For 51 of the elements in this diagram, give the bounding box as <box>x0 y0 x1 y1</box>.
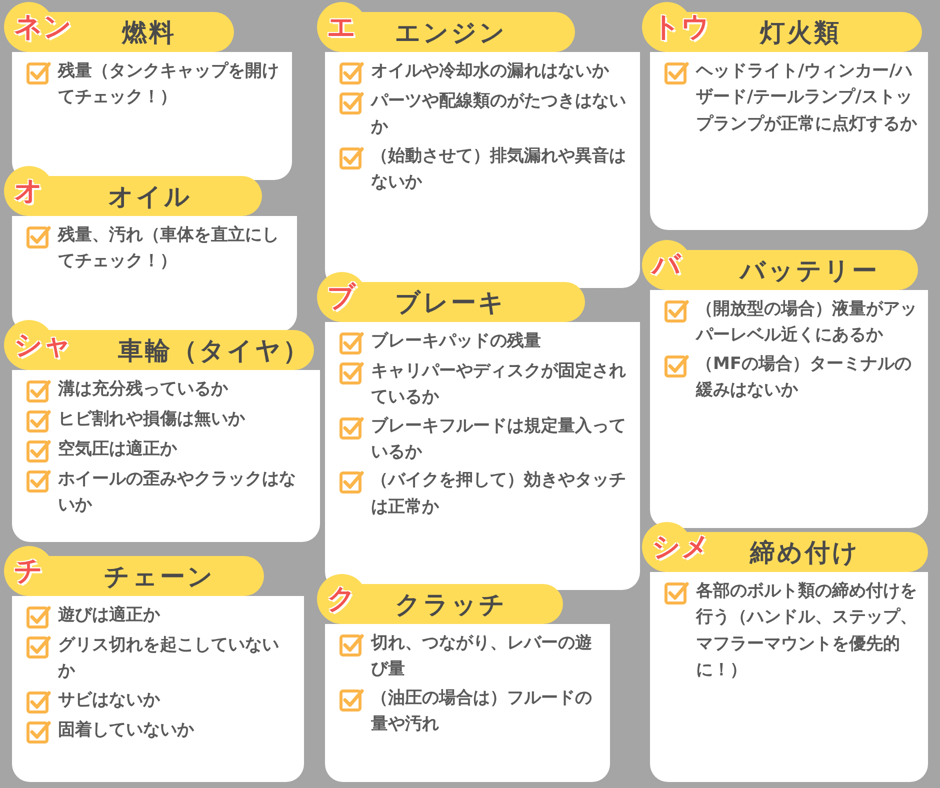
check-item: サビはないか <box>58 688 160 712</box>
section-title: 燃料 <box>122 16 176 48</box>
check-item: オイルや冷却水の漏れはないか <box>371 60 609 83</box>
check-item: 各部のボルト類の締め付けを行う（ハンドル、ステップ、マフラーマウントを優先的に！） <box>696 580 918 682</box>
section-title: エンジン <box>395 16 507 48</box>
checklist-card <box>12 216 297 332</box>
checklist-card <box>650 572 928 782</box>
section-title: チェーン <box>104 560 215 592</box>
check-item: 溝は充分残っているか <box>58 378 228 401</box>
check-item: （開放型の場合）液量がアッパーレベル近くにあるか <box>696 298 918 348</box>
check-item: グリス切れを起こしていないか <box>58 634 280 684</box>
badge-label: バ <box>652 247 681 283</box>
check-item: ホイールの歪みやクラックはないか <box>58 468 297 518</box>
check-item: ブレーキパッドの残量 <box>371 330 541 353</box>
checklist-card <box>12 52 292 180</box>
badge-label: シメ <box>652 529 710 565</box>
check-item: キャリパーやディスクが固定されているか <box>371 360 627 410</box>
check-item: 固着していないか <box>58 718 194 742</box>
section-title: オイル <box>108 180 192 212</box>
section-title: クラッチ <box>395 588 507 620</box>
check-item: ヘッドライト/ウィンカー/ハザード/テールランプ/ストップランプが正常に点灯するか <box>696 60 918 136</box>
check-item: ブレーキフルードは規定量入っているか <box>371 414 627 464</box>
badge-label: オ <box>14 173 43 209</box>
check-item: 空気圧は適正か <box>58 438 177 461</box>
section-title: バッテリー <box>740 254 879 286</box>
section-title: 締め付け <box>750 536 860 568</box>
checklist-card <box>650 290 928 528</box>
check-item: （バイクを押して）効きやタッチは正常か <box>371 469 627 519</box>
check-item: （MFの場合）ターミナルの緩みはないか <box>696 352 913 402</box>
section-title: 灯火類 <box>760 16 841 48</box>
check-item: 切れ、つながり、レバーの遊び量 <box>371 632 593 682</box>
check-item: （油圧の場合は）フルードの量や汚れ <box>371 686 593 736</box>
check-item: （始動させて）排気漏れや異音はないか <box>371 144 627 194</box>
badge-label: ブ <box>327 279 356 315</box>
badge-label: シャ <box>14 327 72 363</box>
checklist-card <box>12 370 320 542</box>
checklist-card <box>325 624 610 782</box>
check-item: 残量、汚れ（車体を直立にしてチェック！） <box>58 224 280 274</box>
badge-label: ク <box>327 581 356 617</box>
badge-label: チ <box>14 553 43 589</box>
section-title: 車輪（タイヤ） <box>118 334 310 366</box>
checklist-card <box>12 596 304 782</box>
check-item: ヒビ割れや損傷は無いか <box>58 408 245 431</box>
check-item: 遊びは適正か <box>58 604 160 627</box>
section-title: ブレーキ <box>395 286 506 318</box>
badge-label: エ <box>327 9 356 45</box>
badge-label: ネン <box>14 9 72 45</box>
badge-label: トウ <box>652 9 710 45</box>
check-item: パーツや配線類のがたつきはないか <box>371 90 627 140</box>
check-item: 残量（タンクキャップを開けてチェック！） <box>58 60 280 110</box>
checklist-card <box>650 52 928 230</box>
